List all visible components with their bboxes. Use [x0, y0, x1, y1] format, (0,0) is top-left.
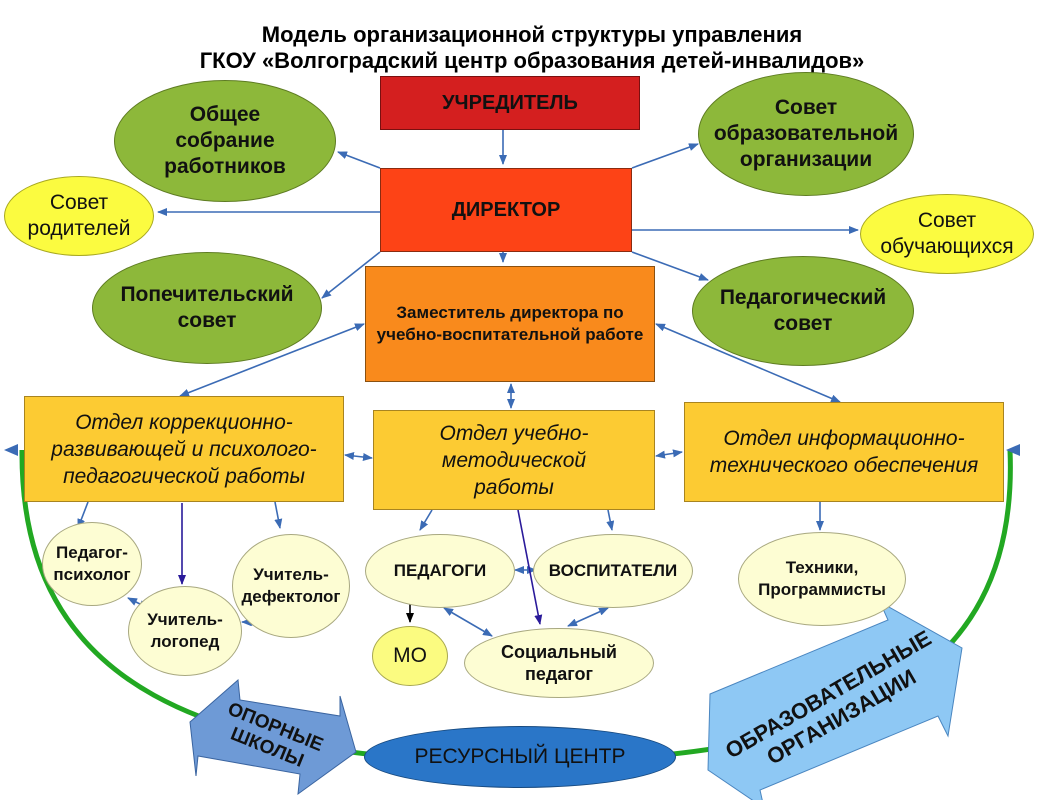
- board-of-trustees-node[interactable]: Попечительский совет: [92, 252, 322, 364]
- technicians-node[interactable]: Техники, Программисты: [738, 532, 906, 626]
- dept-correction-box[interactable]: Отдел коррекционно-развивающей и психоло…: [24, 396, 344, 502]
- dept-method-box[interactable]: Отдел учебно-методической работы: [373, 410, 655, 510]
- social-teacher-node[interactable]: Социальный педагог: [464, 628, 654, 698]
- educators-node[interactable]: ВОСПИТАТЕЛИ: [533, 534, 693, 608]
- social-teacher-label: Социальный педагог: [501, 642, 617, 684]
- ped-psychologist-node[interactable]: Педагог-психолог: [42, 522, 142, 606]
- teachers-label: ПЕДАГОГИ: [393, 561, 487, 580]
- resource-center-node[interactable]: РЕСУРСНЫЙ ЦЕНТР: [364, 726, 676, 788]
- mo-label: МО: [393, 644, 427, 667]
- deputy-box[interactable]: Заместитель директора по учебно-воспитат…: [365, 266, 655, 382]
- students-council-node[interactable]: Совет обучающихся: [860, 194, 1034, 274]
- founder-label: УЧРЕДИТЕЛЬ: [442, 91, 578, 114]
- speech-therapist-node[interactable]: Учитель-логопед: [128, 586, 242, 676]
- dept-it-box[interactable]: Отдел информационно-технического обеспеч…: [684, 402, 1004, 502]
- educators-label: ВОСПИТАТЕЛИ: [548, 561, 678, 580]
- director-box[interactable]: ДИРЕКТОР: [380, 168, 632, 252]
- defectologist-node[interactable]: Учитель-дефектолог: [232, 534, 350, 638]
- students-council-label: Совет обучающихся: [880, 209, 1014, 258]
- parents-council-label: Совет родителей: [27, 191, 131, 240]
- edu-council-label: Совет образовательной организации: [713, 96, 899, 171]
- teachers-node[interactable]: ПЕДАГОГИ: [365, 534, 515, 608]
- board-of-trustees-label: Попечительский совет: [120, 283, 294, 332]
- edu-orgs-arrow: [707, 600, 963, 800]
- dept-correction-label: Отдел коррекционно-развивающей и психоло…: [51, 410, 317, 488]
- ped-council-label: Педагогический совет: [719, 286, 887, 335]
- dept-method-label: Отдел учебно-методической работы: [439, 421, 589, 499]
- resource-center-label: РЕСУРСНЫЙ ЦЕНТР: [414, 745, 626, 768]
- director-label: ДИРЕКТОР: [451, 198, 561, 221]
- dept-it-label: Отдел информационно-технического обеспеч…: [709, 427, 979, 477]
- parents-council-node[interactable]: Совет родителей: [4, 176, 154, 256]
- mo-node[interactable]: МО: [372, 626, 448, 686]
- deputy-label: Заместитель директора по учебно-воспитат…: [376, 303, 644, 344]
- technicians-label: Техники, Программисты: [758, 558, 886, 599]
- edu-council-node[interactable]: Совет образовательной организации: [698, 72, 914, 196]
- title-line-1: Модель организационной структуры управле…: [261, 22, 803, 47]
- founder-box[interactable]: УЧРЕДИТЕЛЬ: [380, 76, 640, 130]
- speech-therapist-label: Учитель-логопед: [147, 610, 223, 651]
- title-line-2: ГКОУ «Волгоградский центр образования де…: [199, 48, 865, 73]
- ped-council-node[interactable]: Педагогический совет: [692, 256, 914, 366]
- general-meeting-label: Общее собрание работников: [164, 103, 286, 178]
- ped-psychologist-label: Педагог-психолог: [53, 543, 131, 584]
- general-meeting-node[interactable]: Общее собрание работников: [114, 80, 336, 202]
- support-schools-arrow: [189, 678, 357, 796]
- defectologist-label: Учитель-дефектолог: [241, 565, 341, 606]
